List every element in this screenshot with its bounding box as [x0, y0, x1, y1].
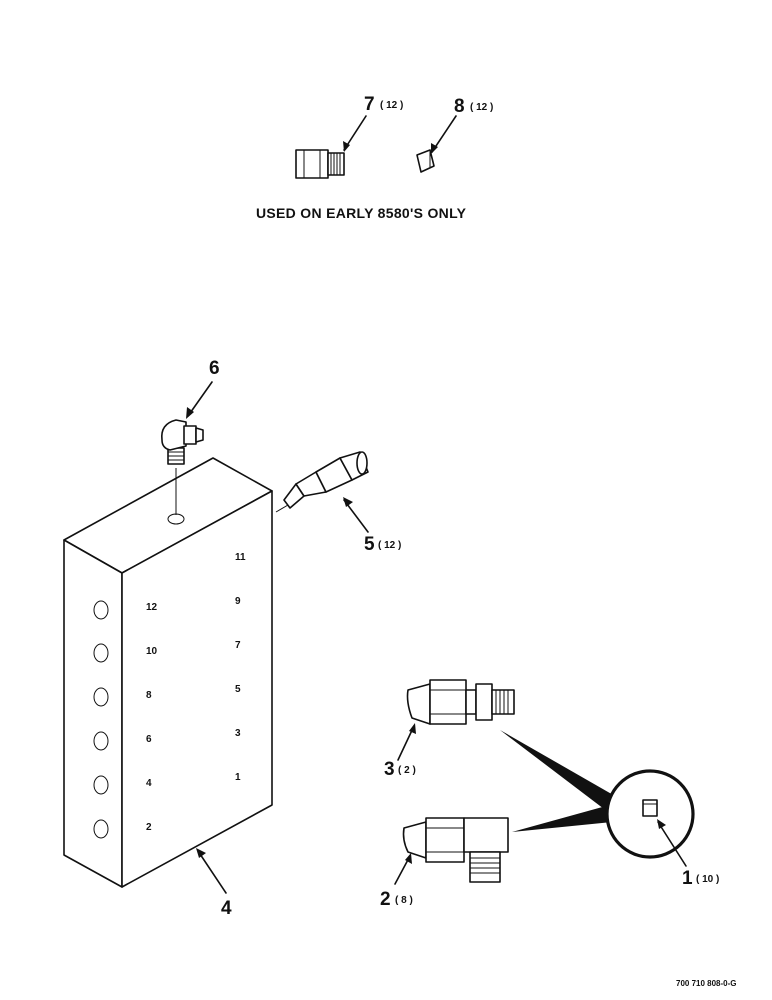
callout-5-quantity: ( 12 ) [378, 540, 401, 551]
port-label: 8 [146, 690, 152, 701]
callout-8-number: 8 [454, 96, 465, 117]
port-label: 1 [235, 772, 241, 783]
detail-view [500, 730, 695, 859]
callout-6: 6 [186, 358, 220, 419]
port-label: 9 [235, 596, 241, 607]
callout-5: 5 ( 12 ) [343, 497, 401, 555]
callout-3-quantity: ( 2 ) [398, 765, 416, 776]
port-label: 4 [146, 778, 152, 789]
callout-2-number: 2 [380, 889, 391, 910]
callout-3: 3 ( 2 ) [384, 723, 416, 780]
port-label: 7 [235, 640, 241, 651]
port-label: 10 [146, 646, 158, 657]
port-label: 2 [146, 822, 152, 833]
elbow-fitting [402, 817, 509, 883]
connector-part-7 [295, 149, 345, 179]
callout-6-number: 6 [209, 358, 220, 379]
callout-2: 2 ( 8 ) [380, 853, 413, 910]
port-numbers-right: 11 9 7 5 3 1 [235, 552, 246, 783]
early-model-note: USED ON EARLY 8580'S ONLY [256, 205, 467, 221]
grease-fitting [160, 419, 204, 515]
callout-7-quantity: ( 12 ) [380, 100, 403, 111]
port-numbers-left: 12 10 8 6 4 2 [146, 602, 158, 833]
callout-1: 1 ( 10 ) [657, 819, 719, 889]
callout-4-number: 4 [221, 898, 232, 919]
port-label: 6 [146, 734, 152, 745]
manifold-block [63, 457, 273, 888]
callout-5-number: 5 [364, 534, 375, 555]
callout-1-number: 1 [682, 868, 693, 889]
callout-7-number: 7 [364, 94, 375, 115]
callout-3-number: 3 [384, 759, 395, 780]
connector-fitting [275, 451, 369, 513]
port-label: 5 [235, 684, 241, 695]
callout-8-quantity: ( 12 ) [470, 102, 493, 113]
callout-7: 7 ( 12 ) [343, 94, 403, 152]
callout-1-quantity: ( 10 ) [696, 874, 719, 885]
drawing-number: 700 710 808-0-G [676, 979, 737, 988]
callout-4: 4 [196, 848, 232, 919]
callout-2-quantity: ( 8 ) [395, 895, 413, 906]
port-label: 11 [235, 552, 246, 563]
straight-fitting [406, 679, 515, 725]
left-face-ports [93, 600, 109, 839]
port-label: 12 [146, 602, 158, 613]
insert-part-8 [416, 149, 435, 173]
callout-8: 8 ( 12 ) [431, 96, 493, 154]
port-label: 3 [235, 728, 241, 739]
sleeve-part-1 [642, 799, 658, 817]
